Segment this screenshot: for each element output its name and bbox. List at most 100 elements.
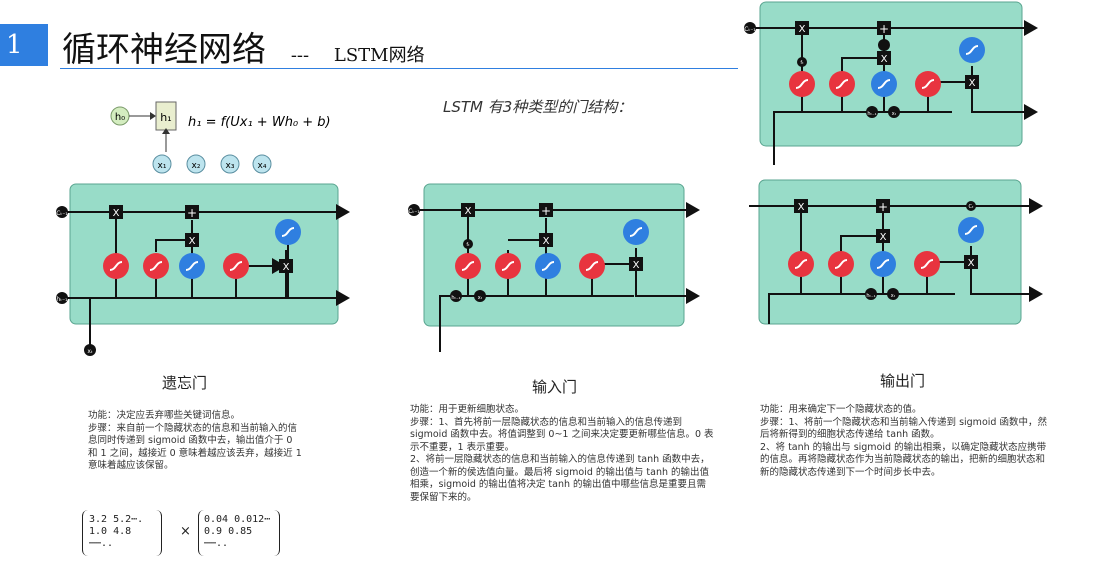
mul-op-label: X xyxy=(113,208,120,219)
output-gate-diagram-top: Cₜ₋₁ X + X X fₜ hₜ₋₁ xₜ xyxy=(744,1,1038,165)
c-input-label: Cₜ₋₁ xyxy=(56,210,68,217)
title-underline xyxy=(60,68,738,69)
x-input-node xyxy=(84,344,96,356)
mul-op-icon xyxy=(185,233,199,247)
mul-op-label: X xyxy=(543,236,550,247)
desc-line: 2、将 tanh 的输出与 sigmoid 的输出相乘，以确定隐藏状态应携带的信… xyxy=(760,441,1047,478)
h-node xyxy=(866,106,878,118)
input-gate-description: 功能：用于更新细胞状态。 步骤：1、首先将前一层隐藏状态的信息和当前输入的信息传… xyxy=(410,404,714,504)
input-gate-diagram: Cₜ₋₁ hₜ₋₁ xₜ fₜ X + X X xyxy=(408,183,700,352)
desc-line: 2、将前一层隐藏状态的信息和当前输入的信息传递到 tanh 函数中去，创造一个新… xyxy=(410,454,710,503)
f-node-label: fₜ xyxy=(800,60,804,66)
mul-op-icon xyxy=(539,233,553,247)
i-node xyxy=(878,39,890,51)
matrix-row: 1.0 4.8 xyxy=(89,526,132,537)
mul-op-label: X xyxy=(880,232,887,243)
h-node xyxy=(450,290,462,302)
c-input-node xyxy=(408,204,420,216)
c-input-node xyxy=(744,22,756,34)
x2-node xyxy=(186,154,206,174)
f-node xyxy=(463,239,473,249)
h-input-node xyxy=(56,292,68,304)
mul-op-label: X xyxy=(798,202,805,213)
h-node-label: hₜ₋₁ xyxy=(451,295,460,301)
title-subtitle: LSTM网络 xyxy=(333,45,425,66)
mul-op-label: X xyxy=(465,206,472,217)
h-node-label: hₜ₋₁ xyxy=(867,111,876,117)
add-op-label: + xyxy=(878,200,888,214)
desc-line: 功能：决定应丢弃哪些关键词信息。 xyxy=(88,410,241,421)
add-op-icon xyxy=(185,205,199,219)
mul-op-icon xyxy=(965,75,979,89)
output-gate-description: 功能：用来确定下一个隐藏状态的值。 步骤：1、将前一个隐藏状态和当前输入传递到 … xyxy=(760,404,1052,479)
output-gate-diagram-bottom: X + X Cₜ X hₜ₋₁ xₜ xyxy=(749,179,1043,325)
add-op-icon xyxy=(539,203,553,217)
x1-arrow-head xyxy=(162,128,170,134)
cell-box xyxy=(758,179,1022,325)
x4-label: x₄ xyxy=(258,161,267,171)
add-op-label: + xyxy=(541,204,551,218)
cell-box xyxy=(69,183,339,325)
mul-op-label: X xyxy=(881,54,888,65)
mul-op-icon xyxy=(629,257,643,271)
h1-label: h₁ xyxy=(160,111,171,124)
desc-line: 步骤：1、将前一个隐藏状态和当前输入传递到 sigmoid 函数中，然后将新得到… xyxy=(760,416,1047,441)
title-main: 循环神经网络 xyxy=(62,30,266,70)
x-node xyxy=(474,290,486,302)
x1-node xyxy=(152,154,172,174)
c-top-node xyxy=(966,201,976,211)
mul-op-icon xyxy=(794,199,808,213)
h-node-label: hₜ₋₁ xyxy=(866,293,875,299)
matrix-row: 0.9 0.85 xyxy=(204,526,253,537)
rnn-equation: h₁ = f(Ux₁ + Wh₀ + b) xyxy=(188,115,331,130)
matrix-a: 3.2 5.2⋯. 1.0 4.8 ⋯⋯.. xyxy=(82,510,162,556)
add-op-label: + xyxy=(187,206,197,220)
matrix-row: 3.2 5.2⋯. xyxy=(89,514,144,525)
x-node-label: xₜ xyxy=(891,293,896,299)
h-node xyxy=(865,288,877,300)
forget-gate-label: 遗忘门 xyxy=(162,374,208,392)
mul-op-icon xyxy=(279,259,293,273)
desc-line: 步骤：来自前一个隐藏状态的信息和当前输入的信息同时传递到 sigmoid 函数中… xyxy=(88,422,302,472)
mul-op-icon xyxy=(109,205,123,219)
desc-line: 功能：用来确定下一个隐藏状态的值。 xyxy=(760,404,922,415)
title-separator: --- xyxy=(290,45,310,66)
mul-op-icon xyxy=(964,255,978,269)
f-node xyxy=(797,57,807,67)
mul-op-label: X xyxy=(633,260,640,271)
x3-label: x₃ xyxy=(226,161,235,171)
c-top-label: Cₜ xyxy=(969,204,974,210)
c-input-label: Cₜ₋₁ xyxy=(408,208,420,215)
add-op-label: + xyxy=(879,22,889,36)
x2-label: x₂ xyxy=(192,161,201,171)
mul-op-icon xyxy=(876,229,890,243)
forget-gate-description: 功能：决定应丢弃哪些关键词信息。 步骤：来自前一个隐藏状态的信息和当前输入的信息… xyxy=(88,410,304,473)
mul-op-label: X xyxy=(968,258,975,269)
mul-op-label: X xyxy=(189,236,196,247)
matrix-row: ⋯⋯.. xyxy=(89,538,114,549)
x1-label: x₁ xyxy=(158,161,167,171)
desc-line: 步骤：1、首先将前一层隐藏状态的信息和当前输入的信息传递到 sigmoid 函数… xyxy=(410,416,714,453)
add-op-icon xyxy=(876,199,890,213)
mul-op-icon xyxy=(877,51,891,65)
h0-label: h₀ xyxy=(115,112,125,123)
matrix-row: ⋯⋯.. xyxy=(204,538,229,549)
x-input-label: xₜ xyxy=(87,348,93,355)
mul-op-label: X xyxy=(283,262,290,273)
rnn-inputs: x₁ x₂ x₃ x₄ xyxy=(152,154,272,174)
x-node-label: xₜ xyxy=(892,111,897,117)
matrix-row: 0.04 0.012⋯ xyxy=(204,514,271,525)
mul-op-label: X xyxy=(969,78,976,89)
multiply-operator: × xyxy=(180,524,191,539)
forget-gate-diagram: Cₜ₋₁ hₜ₋₁ xₜ X + X X xyxy=(56,183,350,356)
x3-node xyxy=(220,154,240,174)
gate-intro-text: LSTM 有3种类型的门结构： xyxy=(443,98,633,116)
h-input-label: hₜ₋₁ xyxy=(56,296,68,303)
page-title: 循环神经网络 --- LSTM网络 xyxy=(62,22,425,71)
matrix-b: 0.04 0.012⋯ 0.9 0.85 ⋯⋯.. xyxy=(198,510,280,556)
c-input-node xyxy=(56,206,68,218)
mul-op-label: X xyxy=(799,24,806,35)
h0-arrow-head xyxy=(150,112,156,120)
mul-op-icon xyxy=(795,21,809,35)
x-node xyxy=(887,288,899,300)
